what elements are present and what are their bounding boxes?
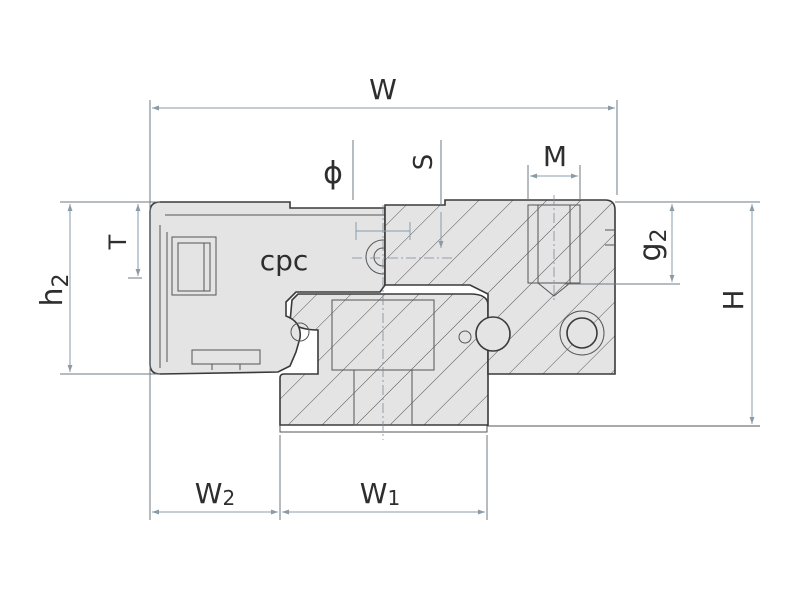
end-seal-plate [171,236,217,296]
dimension-labels: W ϕ S M T h2 g2 H W2 W1 [35,73,750,510]
label-h2: h2 [35,273,74,306]
label-W1: W1 [360,477,400,510]
label-g2-sub: 2 [647,228,672,242]
label-W1-sub: 1 [387,486,400,510]
brand-text: cpc [260,244,309,277]
load-ball [475,316,511,352]
left-ball-groove [290,322,310,342]
rail-section [279,293,489,426]
label-g2-main: g [633,242,668,261]
label-M: M [543,140,567,173]
label-W2: W2 [195,477,235,510]
ball-recirculation [559,310,605,356]
label-T: T [104,234,132,250]
mounting-base-line [279,425,760,433]
carriage-block-left: cpc [149,201,401,375]
label-phi: ϕ [323,156,343,191]
label-H: H [717,289,750,310]
label-h2-sub: 2 [49,273,74,287]
svg-text:h2: h2 [35,273,74,306]
label-W2-main: W [195,477,223,510]
recirculation-ball [566,317,598,349]
retainer-wire [458,330,472,344]
label-S: S [409,154,439,171]
label-W: W [369,73,397,106]
extension-lines [60,100,760,520]
center-lines [352,195,555,440]
label-g2: g2 [633,228,672,261]
svg-text:g2: g2 [633,228,672,261]
dimension-lines [67,105,755,515]
bottom-retainer [191,349,261,370]
label-W2-sub: 2 [222,486,235,510]
label-h2-main: h [35,287,70,306]
label-W1-main: W [360,477,388,510]
